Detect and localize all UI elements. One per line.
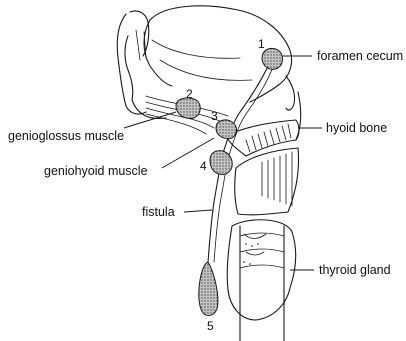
label-foramen-cecum: foramen cecum: [317, 49, 403, 63]
tongue-inner-line: [160, 60, 252, 80]
thyroid-cartilage: [235, 148, 299, 215]
upper-lip: [130, 11, 149, 56]
hyoid-bone-hatching: [246, 124, 291, 152]
label-geniohyoid-muscle: geniohyoid muscle: [44, 164, 148, 178]
cyst-5-fistula-sac: [199, 262, 218, 316]
label-number-1: 1: [258, 37, 265, 51]
thyroid-gland-shape: [227, 220, 295, 320]
label-fistula: fistula: [142, 205, 175, 219]
tongue-inner-line: [152, 40, 240, 58]
label-thyroid-gland: thyroid gland: [319, 263, 391, 277]
thyroid-cartilage-hatching: [262, 152, 292, 206]
trachea-ring: [240, 233, 284, 268]
oral-cavity-line: [144, 20, 172, 86]
label-number-4: 4: [200, 159, 207, 173]
muscle-band: [146, 114, 206, 134]
epiglottis: [286, 76, 295, 110]
cyst-1-foramen-cecum: [262, 48, 283, 69]
leader-genioglossus: [124, 112, 176, 128]
cyst-3: [216, 120, 237, 139]
trachea: [240, 226, 284, 341]
leader-fistula: [184, 210, 212, 212]
label-number-3: 3: [211, 109, 218, 123]
thyroid-isthmus: [244, 234, 266, 255]
label-hyoid-bone: hyoid bone: [326, 121, 387, 135]
label-genioglossus-muscle: genioglossus muscle: [8, 129, 124, 143]
lower-lip: [125, 36, 133, 100]
label-number-5: 5: [207, 319, 214, 333]
cyst-2: [176, 98, 200, 118]
label-number-2: 2: [186, 87, 193, 101]
cyst-4: [210, 151, 232, 175]
